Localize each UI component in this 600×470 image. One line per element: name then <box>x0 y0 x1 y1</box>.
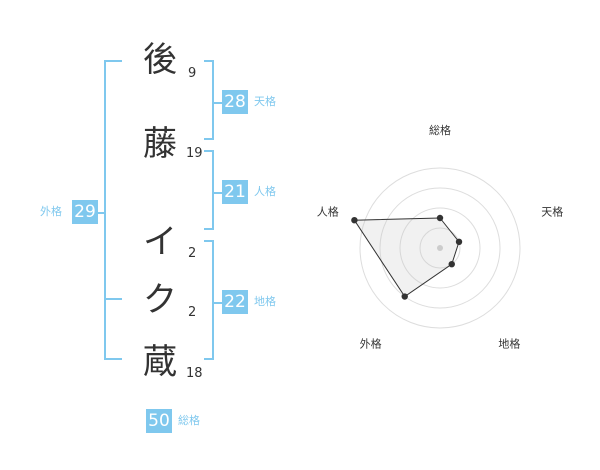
radar-point-5 <box>351 216 358 224</box>
name-char-4: ク <box>143 280 177 320</box>
tenkaku-badge: 28 <box>222 90 248 114</box>
name-char-3: イ <box>143 222 177 262</box>
jinkaku-connector <box>214 192 222 194</box>
soukaku-badge: 50 <box>146 409 172 433</box>
radar-axis-label-2: 天格 <box>541 205 563 219</box>
tenkaku-bracket <box>212 60 214 140</box>
tenkaku-connector <box>214 102 222 104</box>
gaikaku-bracket-mid <box>104 298 122 300</box>
radar-axis-label-1: 総格 <box>429 123 451 137</box>
radar-ring-2 <box>399 207 481 289</box>
gaikaku-bracket-bottom <box>104 358 122 360</box>
jinkaku-badge: 21 <box>222 180 248 204</box>
tenkaku-bracket-bottom <box>204 138 214 140</box>
stroke-count-1: 9 <box>188 66 197 81</box>
chikaku-bracket-top <box>204 240 214 242</box>
radar-ring-1 <box>419 227 461 269</box>
chikaku-bracket-bottom <box>204 358 214 360</box>
jinkaku-bracket <box>212 150 214 230</box>
soukaku-label: 総格 <box>178 414 200 427</box>
stroke-count-3: 2 <box>188 246 197 261</box>
jinkaku-bracket-top <box>204 150 214 152</box>
radar-point-1 <box>436 214 444 222</box>
stroke-count-2: 19 <box>186 146 203 161</box>
gaikaku-label: 外格 <box>40 205 62 218</box>
radar-axis-label-5: 人格 <box>317 205 339 219</box>
tenkaku-label: 天格 <box>254 95 276 108</box>
gaikaku-bracket-top <box>104 60 122 62</box>
gaikaku-badge: 29 <box>72 200 98 224</box>
jinkaku-bracket-bottom <box>204 228 214 230</box>
radar-point-2 <box>455 238 463 246</box>
chikaku-connector <box>214 302 222 304</box>
radar-point-4 <box>401 293 408 300</box>
stroke-count-5: 18 <box>186 366 203 381</box>
name-char-2: 藤 <box>143 124 177 164</box>
radar-ring-4 <box>359 167 521 329</box>
radar-ring-3 <box>379 187 501 309</box>
gaikaku-connector <box>98 212 105 214</box>
radar-point-3 <box>448 260 455 268</box>
name-char-5: 蔵 <box>143 342 177 382</box>
stroke-count-4: 2 <box>188 305 197 320</box>
jinkaku-label: 人格 <box>254 185 276 198</box>
chikaku-bracket <box>212 240 214 360</box>
radar-axis-label-4: 外格 <box>360 336 382 350</box>
radar-axis-label-3: 地格 <box>498 336 520 350</box>
radar-center <box>437 245 443 251</box>
chikaku-badge: 22 <box>222 290 248 314</box>
radar-area <box>353 217 460 298</box>
tenkaku-bracket-top <box>204 60 214 62</box>
chikaku-label: 地格 <box>254 295 276 308</box>
gaikaku-bracket <box>104 60 106 360</box>
name-char-1: 後 <box>143 40 177 80</box>
